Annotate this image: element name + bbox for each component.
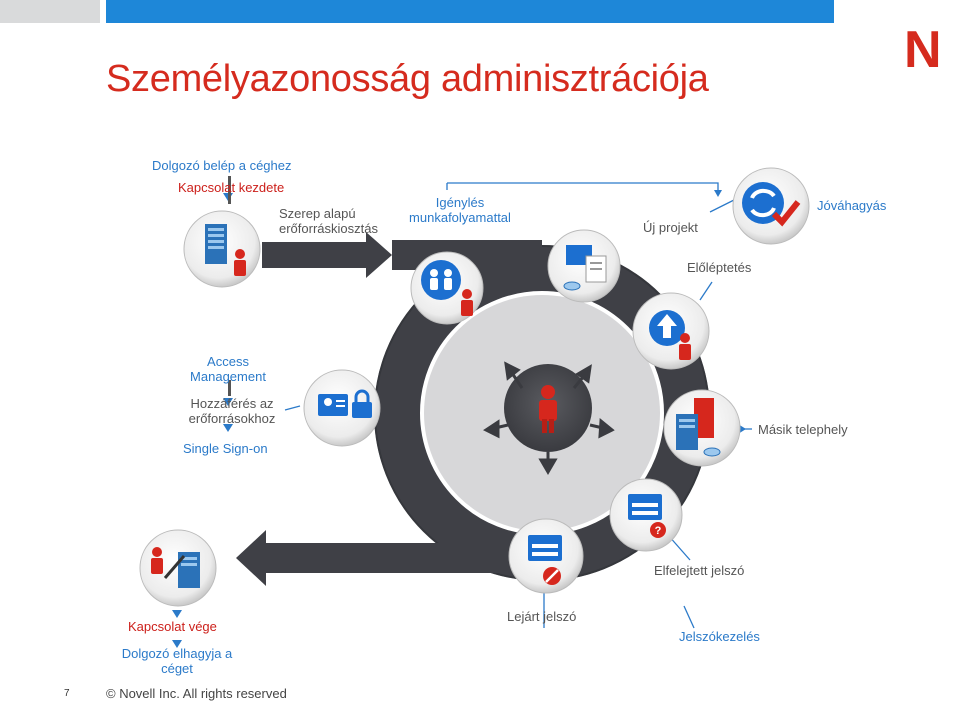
node-new-project: [547, 229, 621, 303]
label-uj-projekt: Új projekt: [643, 220, 698, 235]
label-masik-telephely: Másik telephely: [758, 422, 848, 437]
novell-logo: N: [904, 21, 942, 79]
node-other-site: [663, 389, 741, 467]
label-jovahagyas: Jóváhagyás: [817, 198, 887, 213]
node-start: [183, 210, 261, 288]
label-lejart-jelszo: Lejárt jelszó: [507, 609, 577, 624]
node-workflow: [410, 251, 484, 325]
label-kapcsolat-kezdete: Kapcsolat kezdete: [178, 180, 285, 195]
slide-title: Személyazonosság adminisztrációja: [106, 58, 709, 100]
connector-igenyles: [447, 182, 719, 193]
svg-text:?: ?: [655, 525, 662, 537]
node-approval: [732, 167, 810, 245]
node-expired-password: [508, 518, 584, 594]
label-dolgozo-belep: Dolgozó belép a céghez: [152, 158, 292, 173]
node-forgotten-password: ?: [609, 478, 683, 552]
label-jelszokezeles: Jelszókezelés: [679, 629, 760, 644]
label-eloleptetes: Előléptetés: [687, 260, 752, 275]
connector-hozzaferes: [284, 405, 301, 411]
exit-arrow: [236, 530, 542, 586]
node-promotion: [632, 292, 710, 370]
connector-uj-projekt: [709, 199, 735, 213]
label-elfelejtett-jelszo: Elfelejtett jelszó: [654, 563, 745, 578]
node-end: [139, 529, 217, 607]
label-kapcsolat-vege: Kapcsolat vége: [128, 619, 217, 634]
node-access: [303, 369, 381, 447]
connector-eloleptetes: [699, 281, 713, 301]
copyright-footer: © Novell Inc. All rights reserved: [106, 686, 287, 701]
top-bar-blue: [106, 0, 834, 23]
hub-person-icon: [539, 385, 557, 433]
hub-arrows: [483, 361, 615, 475]
top-bar-gray: [0, 0, 100, 23]
label-single-sign-on: Single Sign-on: [183, 441, 268, 456]
connector-jelszokezeles: [683, 605, 695, 629]
page-number: 7: [64, 688, 70, 699]
